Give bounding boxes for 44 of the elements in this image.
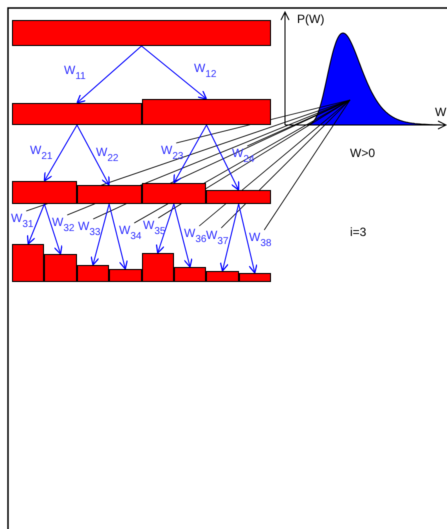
bar xyxy=(12,181,77,204)
edge-label: W$_{36}$ xyxy=(184,227,206,245)
axis-label: P(W) xyxy=(297,13,324,25)
bar xyxy=(206,271,239,282)
edge-label: W$_{11}$ xyxy=(64,64,86,82)
arrow xyxy=(108,204,128,270)
edge-label: W$_{12}$ xyxy=(194,62,216,80)
edge-label: W$_{21}$ xyxy=(30,144,52,162)
edge-label: W$_{32}$ xyxy=(52,216,74,234)
edge-label: W$_{34}$ xyxy=(119,224,142,242)
bar xyxy=(76,265,110,282)
arrow xyxy=(76,124,110,186)
arrow xyxy=(26,204,45,245)
bar xyxy=(142,99,271,125)
bar xyxy=(109,269,142,282)
edge-label: W$_{33}$ xyxy=(78,220,100,238)
bar xyxy=(206,190,271,204)
bar xyxy=(12,244,44,282)
bar xyxy=(238,273,271,282)
arrow xyxy=(238,204,258,274)
arrow xyxy=(173,204,193,268)
edge-label: W$_{22}$ xyxy=(96,146,118,164)
bar xyxy=(12,20,271,46)
arrow xyxy=(44,124,78,182)
arrow xyxy=(156,204,174,254)
bar xyxy=(174,267,206,282)
bar xyxy=(142,253,174,282)
bar xyxy=(44,254,77,282)
level-note: i=3 xyxy=(350,226,366,238)
bar xyxy=(142,183,206,204)
edge-label: W$_{37}$ xyxy=(206,229,228,247)
axis-label: W xyxy=(435,106,446,118)
edge-label: W$_{38}$ xyxy=(249,231,272,249)
arrow xyxy=(90,204,110,266)
arrow xyxy=(76,46,142,104)
bar xyxy=(76,185,142,204)
edge-label: W$_{31}$ xyxy=(11,212,34,230)
condition-note: W>0 xyxy=(350,147,376,159)
arrow xyxy=(206,124,240,191)
arrow xyxy=(220,204,240,272)
arrow xyxy=(173,124,207,184)
bar xyxy=(12,103,142,125)
arrow xyxy=(44,204,62,255)
arrow xyxy=(141,46,208,100)
